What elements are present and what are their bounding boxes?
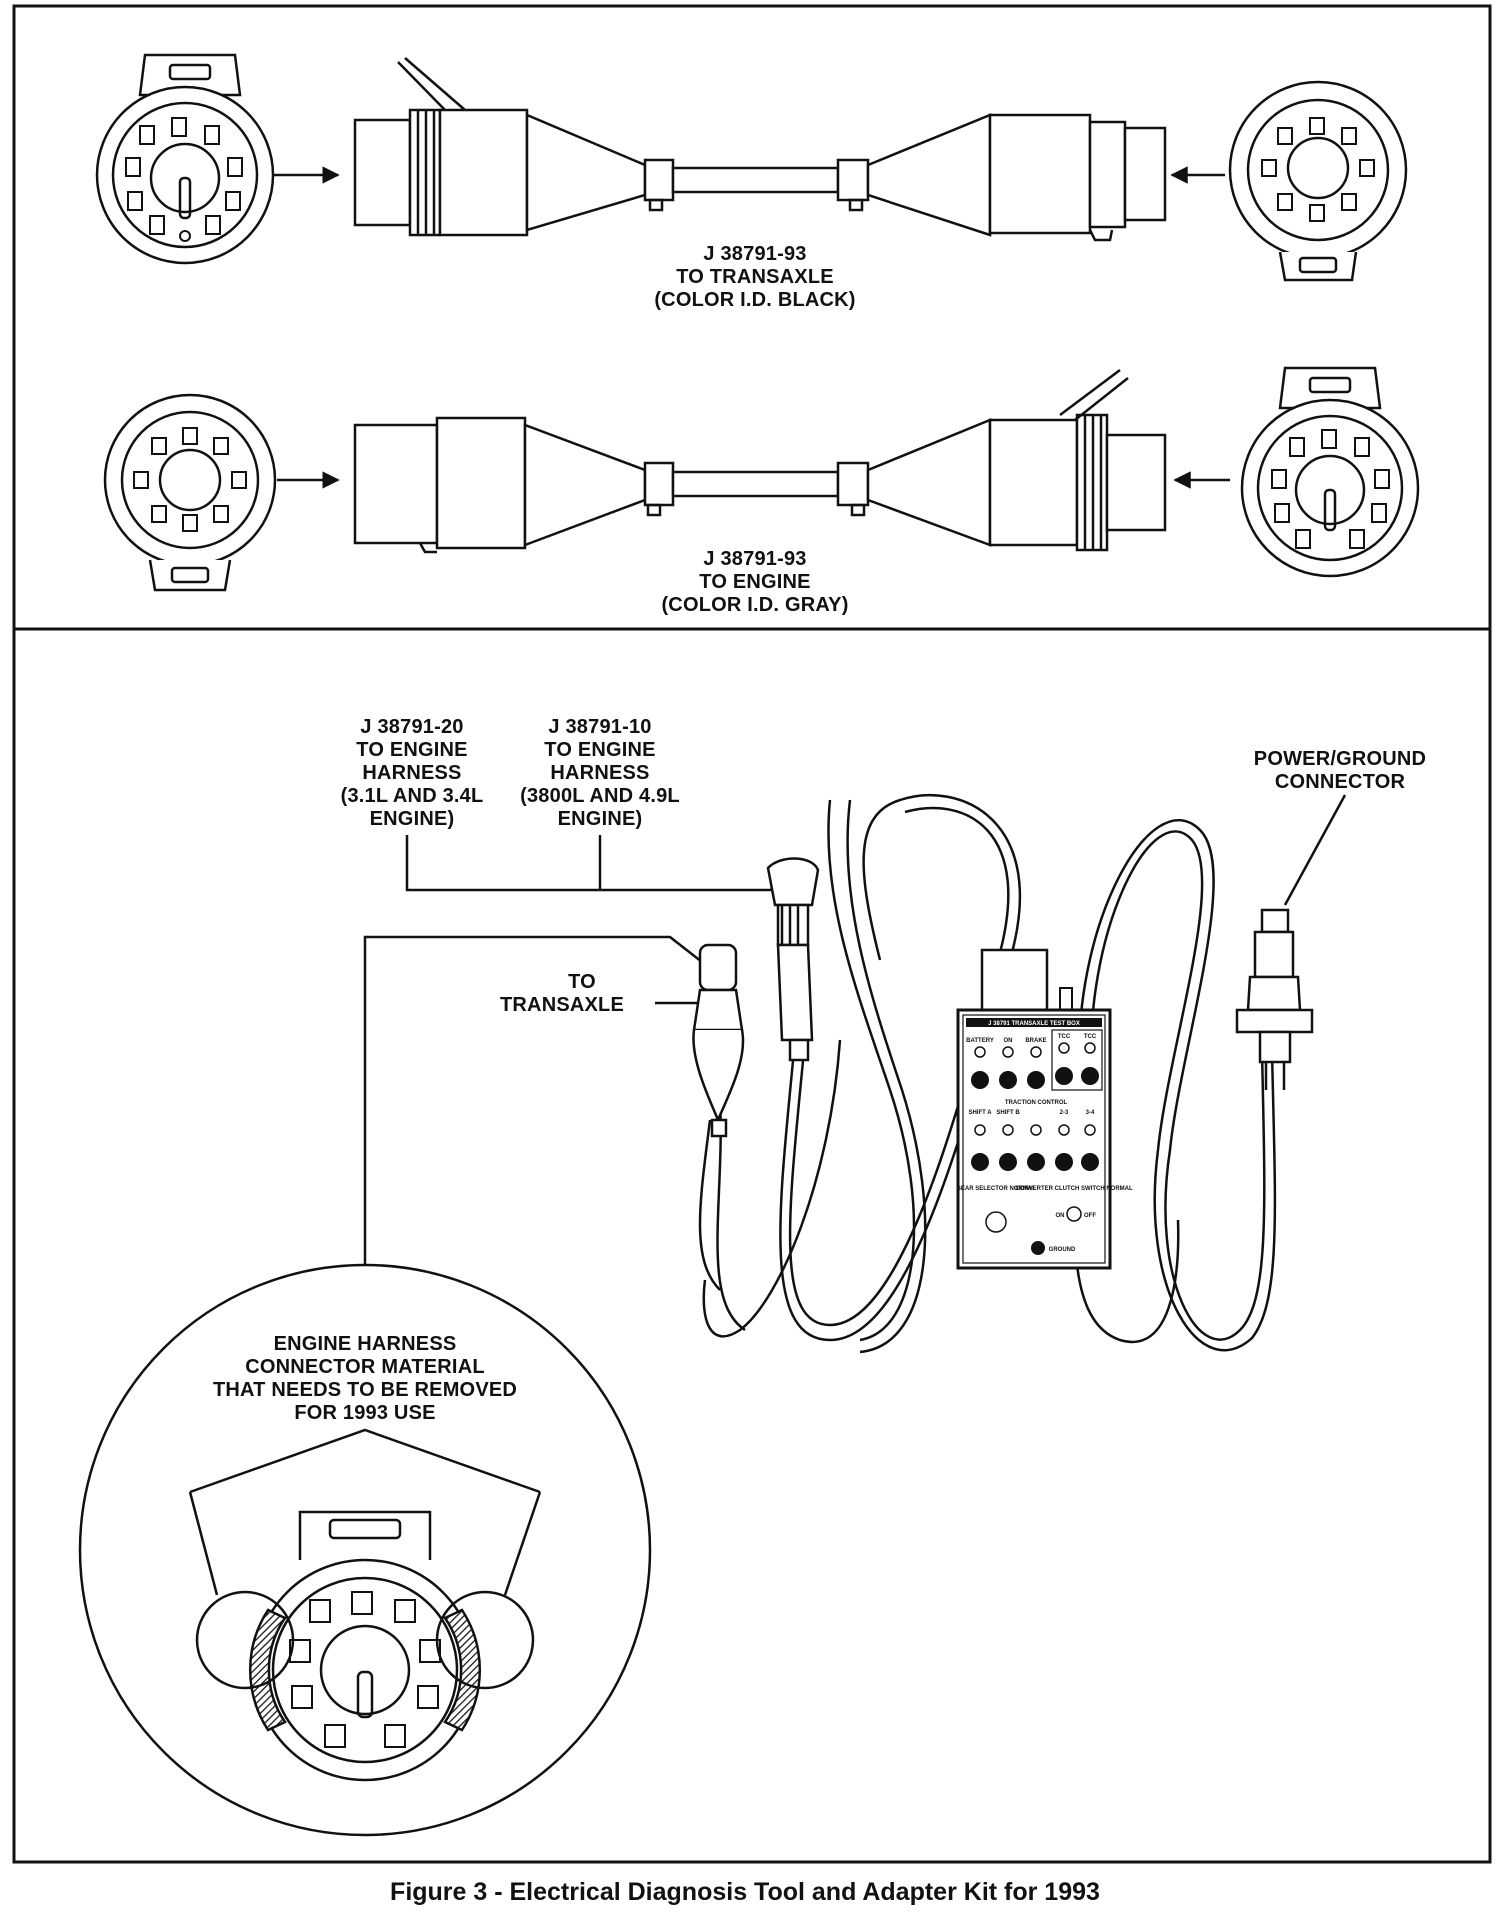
label-adapter-10: J 38791-10 TO ENGINE HARNESS (3800L AND … [520,716,680,830]
test-box-jack-shift-a[interactable] [971,1153,989,1171]
test-box-jack-brake[interactable] [1027,1071,1045,1089]
test-box-row2-label-1: SHIFT A [968,1110,992,1116]
label-to-transaxle-line-1: TO [568,971,596,993]
test-box-row1-label-4: TCC [1058,1034,1071,1040]
label-adapter-20-line-4: (3.1L AND 3.4L [341,785,484,807]
test-box-row1-label-3: BRAKE [1025,1038,1046,1044]
test-box-jack-traction[interactable] [1027,1153,1045,1171]
test-box-jack-3-4[interactable] [1081,1153,1099,1171]
label-harness-1-line-1: J 38791-93 [703,243,806,265]
test-box-led-brake [1030,1046,1042,1058]
adapter-connectors [692,857,1314,1138]
label-adapter-10-line-3: HARNESS [550,762,649,784]
test-box-row1-label-5: TCC [1084,1034,1097,1040]
panel-bottom [12,627,1492,1864]
label-harness-1-line-3: (COLOR I.D. BLACK) [654,289,855,311]
test-box-row1-label-1: BATTERY [966,1038,994,1044]
test-box-cables [698,793,1277,1354]
label-adapter-10-line-5: ENGINE) [558,808,643,830]
test-box-led-shift-a [974,1124,986,1136]
label-power-ground: POWER/GROUND CONNECTOR [1254,748,1426,793]
label-adapter-20-line-1: J 38791-20 [360,716,463,738]
figure-caption: Figure 3 - Electrical Diagnosis Tool and… [390,1878,1100,1906]
label-adapter-10-line-4: (3800L AND 4.9L [520,785,680,807]
test-box-led-tcc-2 [1084,1042,1096,1054]
test-box-led-shift-b [1002,1124,1014,1136]
test-box-row1-label-2: ON [1004,1038,1013,1044]
label-adapter-20-line-5: ENGINE) [370,808,455,830]
test-box-led-battery [974,1046,986,1058]
test-box-row2-label-2: SHIFT B [996,1110,1020,1116]
label-adapter-10-line-1: J 38791-10 [548,716,651,738]
connector-face-left-1 [95,53,275,265]
label-detail-line-1: ENGINE HARNESS [274,1333,457,1355]
label-adapter-20-line-3: HARNESS [362,762,461,784]
label-detail-line-3: THAT NEEDS TO BE REMOVED [213,1379,517,1401]
test-box-row2-label-3: TRACTION CONTROL [1005,1100,1068,1106]
test-box-switch-on-label: ON [1056,1213,1065,1219]
test-box-led-3-4 [1084,1124,1096,1136]
label-adapter-10-line-2: TO ENGINE [544,739,655,761]
label-harness-2-line-2: TO ENGINE [699,571,810,593]
test-box-switch-off-label: OFF [1084,1213,1096,1219]
test-box-led-tcc-1 [1058,1042,1070,1054]
test-box-jack-shift-b[interactable] [999,1153,1017,1171]
connector-face-right-2 [1240,366,1420,578]
test-box-jack-tcc-2[interactable] [1081,1067,1099,1085]
label-detail: ENGINE HARNESS CONNECTOR MATERIAL THAT N… [213,1333,517,1424]
label-power-ground-line-2: CONNECTOR [1275,771,1406,793]
test-box-led-on [1002,1046,1014,1058]
label-harness-2: J 38791-93 TO ENGINE (COLOR I.D. GRAY) [661,548,848,616]
connector-face-right-1 [1228,80,1408,282]
label-detail-line-2: CONNECTOR MATERIAL [245,1356,485,1378]
label-to-transaxle-line-2: TRANSAXLE [500,994,624,1016]
test-box-gear-selector-knob[interactable] [985,1211,1007,1233]
test-box-jack-tcc-1[interactable] [1055,1067,1073,1085]
test-box-led-traction [1030,1124,1042,1136]
label-harness-1: J 38791-93 TO TRANSAXLE (COLOR I.D. BLAC… [654,243,855,311]
test-box-converter-switch-label: CONVERTER CLUTCH SWITCH NORMAL [1015,1186,1133,1192]
test-box-title: J 38791 TRANSAXLE TEST BOX [988,1021,1080,1027]
label-to-transaxle: TO TRANSAXLE [500,971,624,1016]
test-box-jack-on[interactable] [999,1071,1017,1089]
test-box-converter-switch-knob[interactable] [1066,1206,1082,1222]
harness-transaxle-black [95,53,1408,282]
test-box-led-2-3 [1058,1124,1070,1136]
label-harness-2-line-1: J 38791-93 [703,548,806,570]
label-harness-2-line-3: (COLOR I.D. GRAY) [661,594,848,616]
test-box-ground-jack[interactable] [1031,1241,1045,1255]
label-harness-1-line-2: TO TRANSAXLE [676,266,834,288]
detail-connector [188,1428,542,1782]
harness-engine-gray [103,366,1420,592]
test-box-gear-selector-label: GEAR SELECTOR NORMAL [956,1186,1036,1192]
label-detail-line-4: FOR 1993 USE [294,1402,435,1424]
label-power-ground-line-1: POWER/GROUND [1254,748,1426,770]
label-adapter-20: J 38791-20 TO ENGINE HARNESS (3.1L AND 3… [341,716,484,830]
test-box-jack-2-3[interactable] [1055,1153,1073,1171]
test-box: J 38791 TRANSAXLE TEST BOX BATTERY ON BR… [956,948,1133,1270]
connector-face-left-2 [103,393,277,592]
test-box-row2-label-4: 2-3 [1060,1110,1069,1116]
test-box-row2-label-5: 3-4 [1086,1110,1095,1116]
label-adapter-20-line-2: TO ENGINE [356,739,467,761]
test-box-ground-label: GROUND [1049,1247,1076,1253]
test-box-jack-battery[interactable] [971,1071,989,1089]
leader-lines [363,794,1347,1268]
